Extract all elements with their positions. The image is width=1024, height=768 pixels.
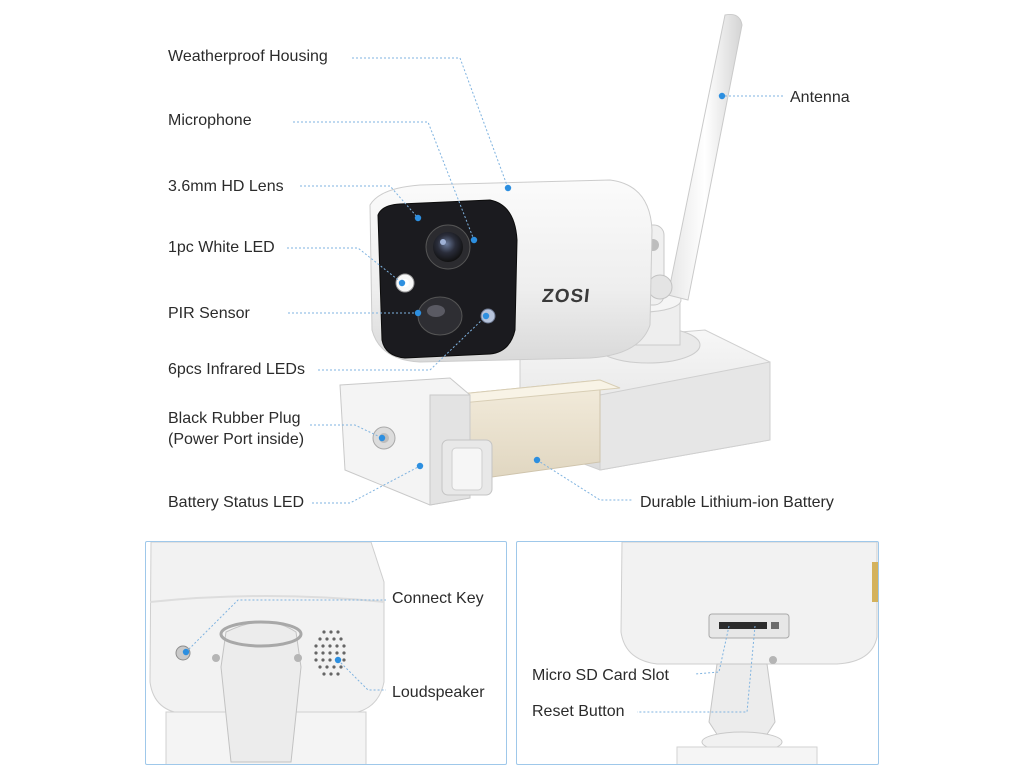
camera-illustration xyxy=(287,14,784,506)
detail-panel-bottom: Micro SD Card Slot Reset Button xyxy=(516,541,879,765)
label-microphone: Microphone xyxy=(168,112,252,129)
label-white-led: 1pc White LED xyxy=(168,239,275,256)
back-view-illustration xyxy=(149,542,386,764)
label-loudspeaker: Loudspeaker xyxy=(392,684,485,701)
detail-panel-back: Connect Key Loudspeaker xyxy=(145,541,507,765)
label-sd-slot: Micro SD Card Slot xyxy=(532,667,669,684)
label-connect-key: Connect Key xyxy=(392,590,484,607)
label-pir-sensor: PIR Sensor xyxy=(168,305,250,322)
camera-housing xyxy=(369,179,653,363)
label-rubber-plug: Black Rubber Plug (Power Port inside) xyxy=(168,408,304,450)
label-weatherproof-housing: Weatherproof Housing xyxy=(168,48,328,65)
label-rubber-plug-line2: (Power Port inside) xyxy=(168,431,305,448)
label-hd-lens: 3.6mm HD Lens xyxy=(168,178,284,195)
bottom-view-illustration xyxy=(620,542,878,764)
brand-logo: ZOSI xyxy=(540,286,592,307)
leader-lines xyxy=(287,57,784,504)
battery-base xyxy=(339,329,771,506)
label-rubber-plug-line1: Black Rubber Plug xyxy=(168,410,301,427)
speaker-grille xyxy=(314,630,346,676)
label-battery-status-led: Battery Status LED xyxy=(168,494,305,511)
label-reset-button: Reset Button xyxy=(532,703,625,720)
callout-dots xyxy=(378,92,726,470)
label-infrared-leds: 6pcs Infrared LEDs xyxy=(168,361,305,378)
label-lithium-battery: Durable Lithium-ion Battery xyxy=(640,494,834,511)
label-antenna: Antenna xyxy=(790,89,850,106)
